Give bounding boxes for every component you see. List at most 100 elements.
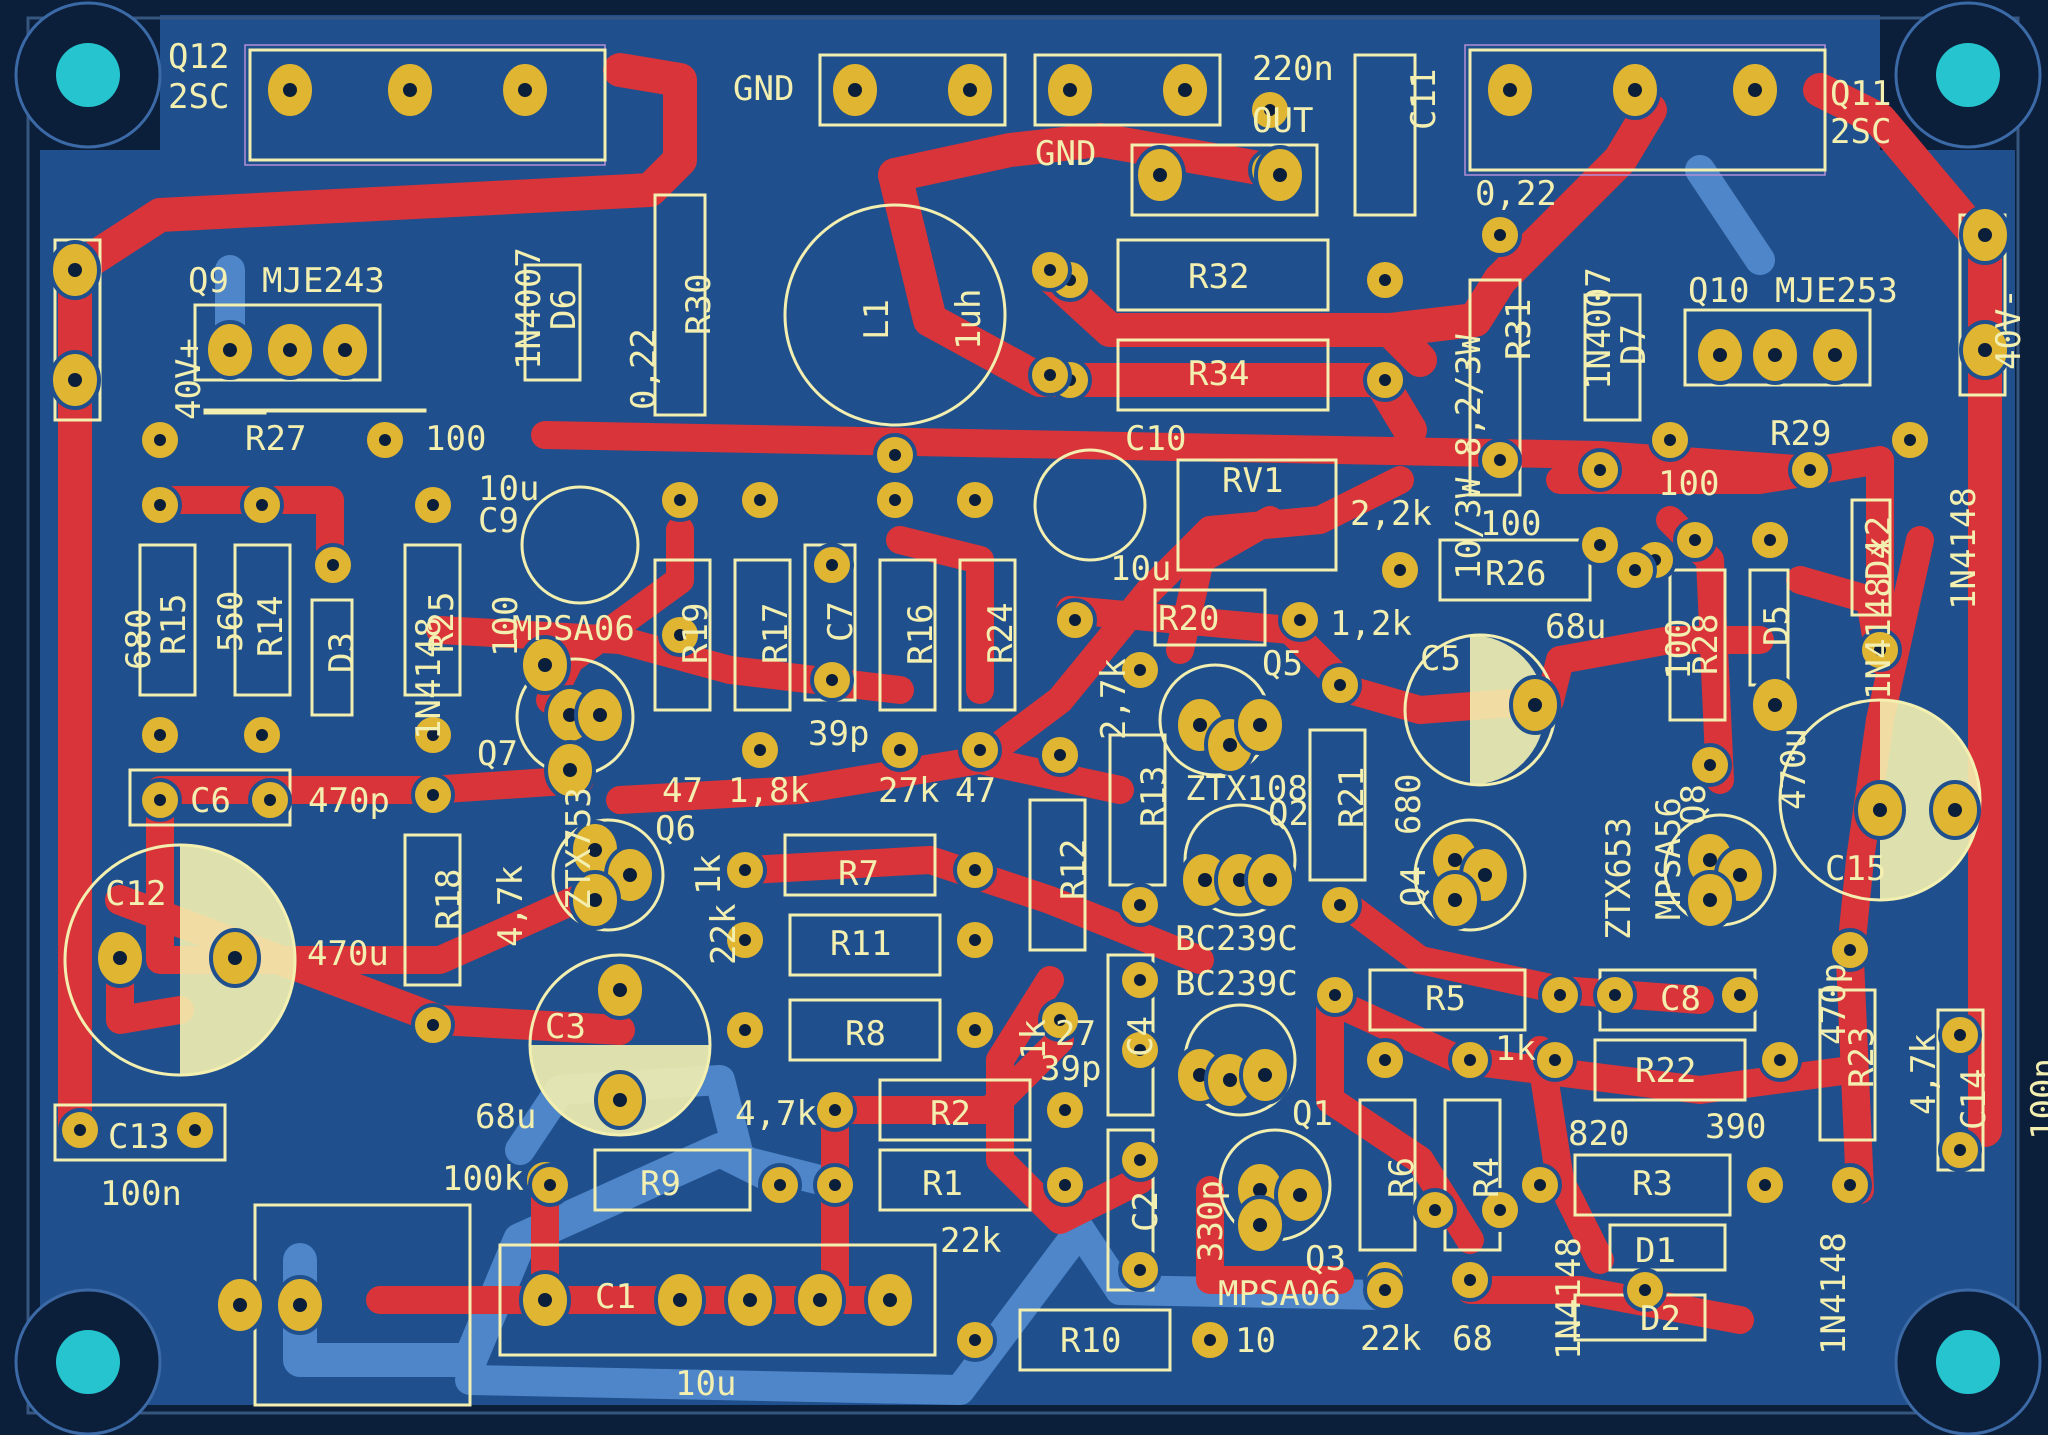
drill-hole: [588, 893, 602, 907]
label-r31: R31: [1499, 299, 1539, 360]
drill-hole: [1464, 1274, 1476, 1286]
label-bc239c-b: BC239C: [1175, 964, 1298, 1004]
label-r18-val: 4,7k: [491, 865, 531, 947]
drill-hole: [1594, 539, 1606, 551]
label-gnd-out: GND: [1035, 134, 1096, 174]
drill-hole: [1764, 534, 1776, 546]
drill-hole: [1448, 853, 1462, 867]
label-c4: C4: [1121, 1016, 1161, 1057]
drill-hole: [1153, 168, 1167, 182]
silkscreen-labels: Q12 2SC Q11 2SC GND GND OUT 220n C11 0,2…: [100, 37, 2048, 1404]
drill-hole: [1394, 564, 1406, 576]
label-r680: 680: [119, 609, 159, 670]
label-val-22k-r11: 22k: [704, 904, 744, 965]
label-r022-a: 0,22: [624, 328, 664, 410]
drill-hole: [403, 83, 417, 97]
label-r5-val: 1k: [1495, 1029, 1536, 1069]
label-val-47b: 47: [955, 771, 996, 811]
label-r28: R28: [1686, 614, 1726, 675]
label-r21-val: 680: [1389, 774, 1429, 835]
drill-hole: [674, 629, 686, 641]
drill-hole: [1703, 853, 1717, 867]
drill-hole: [1549, 1054, 1561, 1066]
drill-hole: [1253, 1218, 1267, 1232]
drill-hole: [427, 499, 439, 511]
drill-hole: [1639, 1284, 1651, 1296]
drill-hole: [1664, 434, 1676, 446]
drill-hole: [1594, 464, 1606, 476]
drill-hole: [848, 83, 862, 97]
drill-hole: [1828, 348, 1842, 362]
drill-hole: [1273, 168, 1287, 182]
label-out: OUT: [1252, 101, 1313, 141]
label-c7: C7: [821, 601, 861, 642]
label-bc239c-a: BC239C: [1175, 919, 1298, 959]
label-r9-val: 100k: [442, 1159, 524, 1199]
drill-hole: [563, 763, 577, 777]
label-rv1: RV1: [1222, 461, 1283, 501]
label-r3: R3: [1632, 1164, 1673, 1204]
label-40v-plus: 40V+: [169, 338, 209, 420]
label-r9: R9: [640, 1164, 681, 1204]
label-r27: R27: [245, 419, 306, 459]
label-c8-val: 470p: [1814, 963, 1854, 1045]
label-d5: D5: [1757, 605, 1797, 646]
label-q2: Q2: [1268, 794, 1309, 834]
drill-hole: [969, 1024, 981, 1036]
label-r20-val: 1,2k: [1330, 604, 1412, 644]
label-c12: C12: [105, 874, 166, 914]
drill-hole: [1948, 803, 1962, 817]
label-val-47a: 47: [662, 771, 703, 811]
label-d2-val: 1N4148: [1814, 1232, 1854, 1355]
drill-hole: [1193, 718, 1207, 732]
drill-hole: [1134, 974, 1146, 986]
label-40v-minus: 40V-: [1989, 288, 2029, 370]
label-r12: R12: [1054, 839, 1094, 900]
label-q12-val: 2SC: [168, 77, 229, 117]
drill-hole: [826, 559, 838, 571]
label-r25: R25: [422, 592, 462, 653]
label-r26: R26: [1485, 554, 1546, 594]
drill-hole: [894, 744, 906, 756]
label-r2-val: 4,7k: [735, 1094, 817, 1134]
drill-hole: [883, 1293, 897, 1307]
drill-hole: [1223, 738, 1237, 752]
label-d45-val: 1N4148 x2: [1859, 516, 1899, 700]
label-d3-val: 1N4148: [409, 617, 449, 740]
label-r3-val: 820: [1568, 1114, 1629, 1154]
label-c10: C10: [1125, 419, 1186, 459]
label-d6: D6: [544, 289, 584, 330]
drill-hole: [829, 1179, 841, 1191]
drill-hole: [1204, 1334, 1216, 1346]
drill-hole: [1044, 264, 1056, 276]
drill-hole: [68, 373, 82, 387]
drill-hole: [427, 789, 439, 801]
drill-hole: [1134, 664, 1146, 676]
drill-hole: [427, 729, 439, 741]
label-r20: R20: [1158, 599, 1219, 639]
drill-hole: [1379, 1284, 1391, 1296]
drill-hole: [813, 1293, 827, 1307]
drill-hole: [1503, 83, 1517, 97]
label-r10-val: 10: [1235, 1321, 1276, 1361]
label-q4: Q4: [1394, 866, 1434, 907]
label-c5: C5: [1420, 639, 1461, 679]
drill-hole: [1703, 893, 1717, 907]
drill-hole: [1193, 1068, 1207, 1082]
drill-hole: [1978, 343, 1992, 357]
label-d4: D4: [1859, 539, 1899, 580]
label-c12-val: 470u: [307, 934, 389, 974]
drill-hole: [1448, 893, 1462, 907]
label-r6: R6: [1382, 1157, 1422, 1198]
drill-hole: [1253, 1183, 1267, 1197]
label-q9-ref: Q9: [188, 261, 229, 301]
drill-hole: [544, 1179, 556, 1191]
drill-hole: [113, 951, 127, 965]
label-q11-ref: Q11: [1830, 74, 1891, 114]
drill-hole: [1494, 1204, 1506, 1216]
label-q7: Q7: [477, 734, 518, 774]
label-ztx108: ZTX108: [1185, 769, 1308, 809]
drill-hole: [1873, 803, 1887, 817]
drill-hole: [889, 449, 901, 461]
drill-hole: [1904, 434, 1916, 446]
